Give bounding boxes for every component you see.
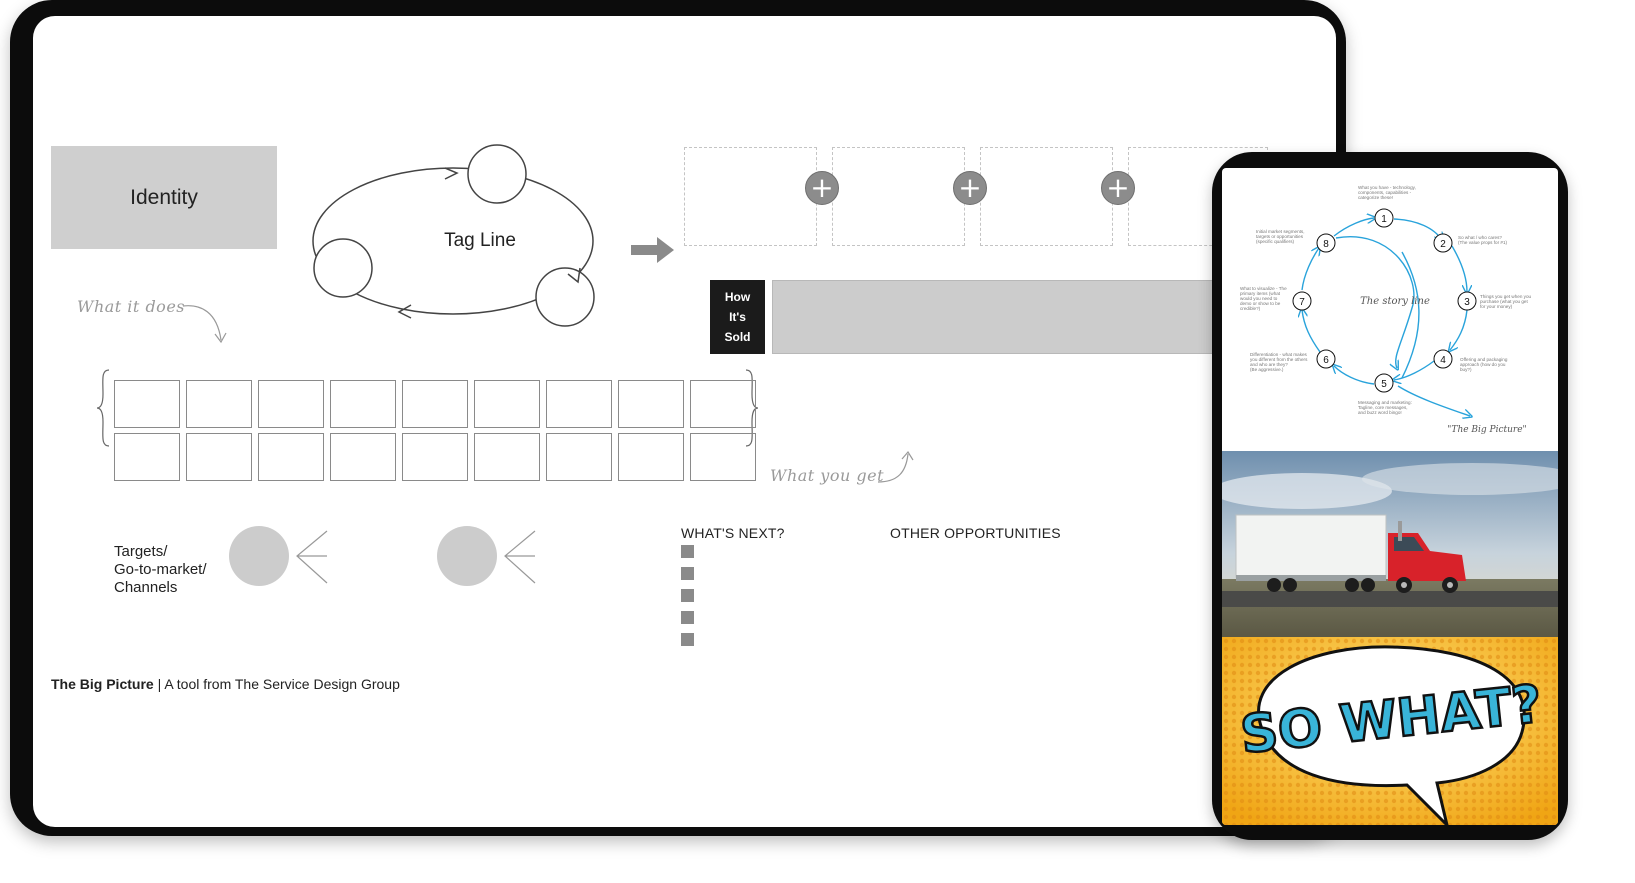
- tag-line-loop: Tag Line: [312, 144, 595, 327]
- loop-circle-right: [535, 267, 595, 327]
- grid-cell: [474, 433, 540, 481]
- story-node: [1374, 208, 1394, 228]
- grid-cell: [690, 380, 756, 428]
- what-it-does-label: What it does: [77, 297, 185, 316]
- identity-box: Identity: [51, 146, 277, 249]
- grid-cell: [546, 380, 612, 428]
- feature-box-2: [832, 147, 965, 246]
- feature-box-3: [980, 147, 1113, 246]
- tag-line-label: Tag Line: [444, 230, 516, 251]
- grid-cell: [330, 433, 396, 481]
- story-node: [1457, 291, 1477, 311]
- bullet-square: [681, 589, 694, 602]
- target-circle: [437, 526, 497, 586]
- left-brace-icon: [96, 369, 110, 447]
- story-node: [1316, 349, 1336, 369]
- grid-cell: [258, 380, 324, 428]
- bullet-square: [681, 567, 694, 580]
- story-node: [1433, 233, 1453, 253]
- story-node-label: 1: [1381, 214, 1387, 225]
- story-node: [1433, 349, 1453, 369]
- story-node: [1316, 233, 1336, 253]
- note-n8: Initial market segments,targets or oppor…: [1256, 229, 1305, 244]
- fork-lines-icon: [296, 530, 328, 584]
- bullet-square: [681, 545, 694, 558]
- grid-cell: [402, 380, 468, 428]
- identity-label: Identity: [130, 185, 198, 209]
- grid-cell: [186, 433, 252, 481]
- loop-circle-left: [313, 238, 373, 298]
- what-it-does-grid: [114, 380, 756, 481]
- tablet-frame: Identity Tag Line + + + How It's Sold: [10, 0, 1346, 836]
- note-n1: What you have - technology,components, c…: [1358, 185, 1416, 200]
- story-node: [1292, 291, 1312, 311]
- grid-cell: [258, 433, 324, 481]
- phone-screen: 1 2 3 4 5 6 7 8 The story line "The Big …: [1222, 168, 1558, 825]
- story-node-label: 2: [1440, 239, 1446, 250]
- grid-cell: [618, 433, 684, 481]
- whats-next-heading: WHAT'S NEXT?: [681, 525, 785, 541]
- grid-cell: [474, 380, 540, 428]
- phone-frame: 1 2 3 4 5 6 7 8 The story line "The Big …: [1212, 152, 1568, 840]
- other-opportunities-heading: OTHER OPPORTUNITIES: [890, 525, 1061, 541]
- story-line-diagram: 1 2 3 4 5 6 7 8 The story line "The Big …: [1240, 185, 1532, 435]
- target-circle: [229, 526, 289, 586]
- story-node-label: 4: [1440, 355, 1446, 366]
- curved-arrow-icon: [182, 305, 227, 344]
- feature-box-1: [684, 147, 817, 246]
- fork-lines-icon: [504, 530, 536, 584]
- right-arrow-icon: [631, 237, 674, 263]
- how-its-sold-label: How It's Sold: [710, 280, 765, 354]
- grid-cell: [114, 380, 180, 428]
- note-n2: So what / who cares?(The value props for…: [1458, 235, 1507, 245]
- story-node-label: 5: [1381, 379, 1387, 390]
- story-node-label: 6: [1323, 355, 1329, 366]
- grid-cell: [114, 433, 180, 481]
- big-picture-canvas: Identity Tag Line + + + How It's Sold: [33, 16, 1336, 827]
- grid-cell: [690, 433, 756, 481]
- footer-brand: The Big Picture: [51, 676, 154, 692]
- what-you-get-label: What you get: [770, 466, 885, 485]
- footer-text: | A tool from The Service Design Group: [153, 676, 400, 692]
- story-node-label: 8: [1323, 239, 1329, 250]
- truck-photo: [1222, 451, 1558, 637]
- bullet-square: [681, 611, 694, 624]
- bullet-square: [681, 633, 694, 646]
- story-node: [1374, 373, 1394, 393]
- plus-icon: +: [1101, 171, 1135, 205]
- grid-cell: [330, 380, 396, 428]
- targets-label: Targets/ Go-to-market/ Channels: [114, 543, 207, 596]
- grid-cell: [546, 433, 612, 481]
- speech-bubble: [1257, 645, 1526, 825]
- footer-credit: The Big Picture | A tool from The Servic…: [51, 676, 400, 692]
- plus-icon: +: [953, 171, 987, 205]
- plus-icon: +: [805, 171, 839, 205]
- note-n5: Messaging and marketing:Tagline, core me…: [1358, 400, 1412, 415]
- story-node-label: 7: [1299, 297, 1305, 308]
- story-node-label: 3: [1464, 297, 1470, 308]
- curved-arrow-icon: [877, 450, 914, 483]
- comic-background: SO WHAT?: [1222, 637, 1558, 825]
- loop-circle-top: [467, 144, 527, 204]
- so-what-comic: SO WHAT?: [1222, 637, 1558, 825]
- story-center-label: The story line: [1360, 296, 1430, 307]
- grid-cell: [402, 433, 468, 481]
- grid-cell: [186, 380, 252, 428]
- grid-cell: [618, 380, 684, 428]
- big-picture-label: "The Big Picture": [1447, 425, 1526, 435]
